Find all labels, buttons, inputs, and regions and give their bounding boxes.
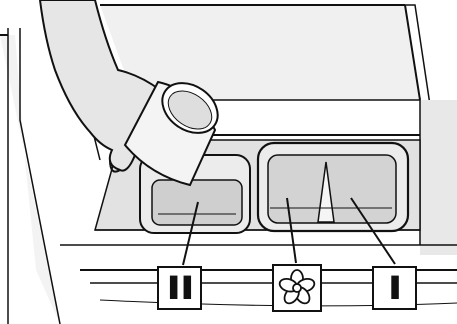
hand-with-cup — [38, 0, 219, 187]
label-pointers — [182, 197, 396, 266]
prewash-label-text: II — [165, 269, 195, 307]
main-wash-label: I — [372, 266, 417, 310]
machine-body — [0, 4, 457, 324]
flower-icon — [272, 264, 322, 312]
main-wash-label-text: I — [387, 269, 403, 307]
prewash-label: II — [157, 266, 202, 310]
compartment-main[interactable] — [256, 141, 410, 233]
